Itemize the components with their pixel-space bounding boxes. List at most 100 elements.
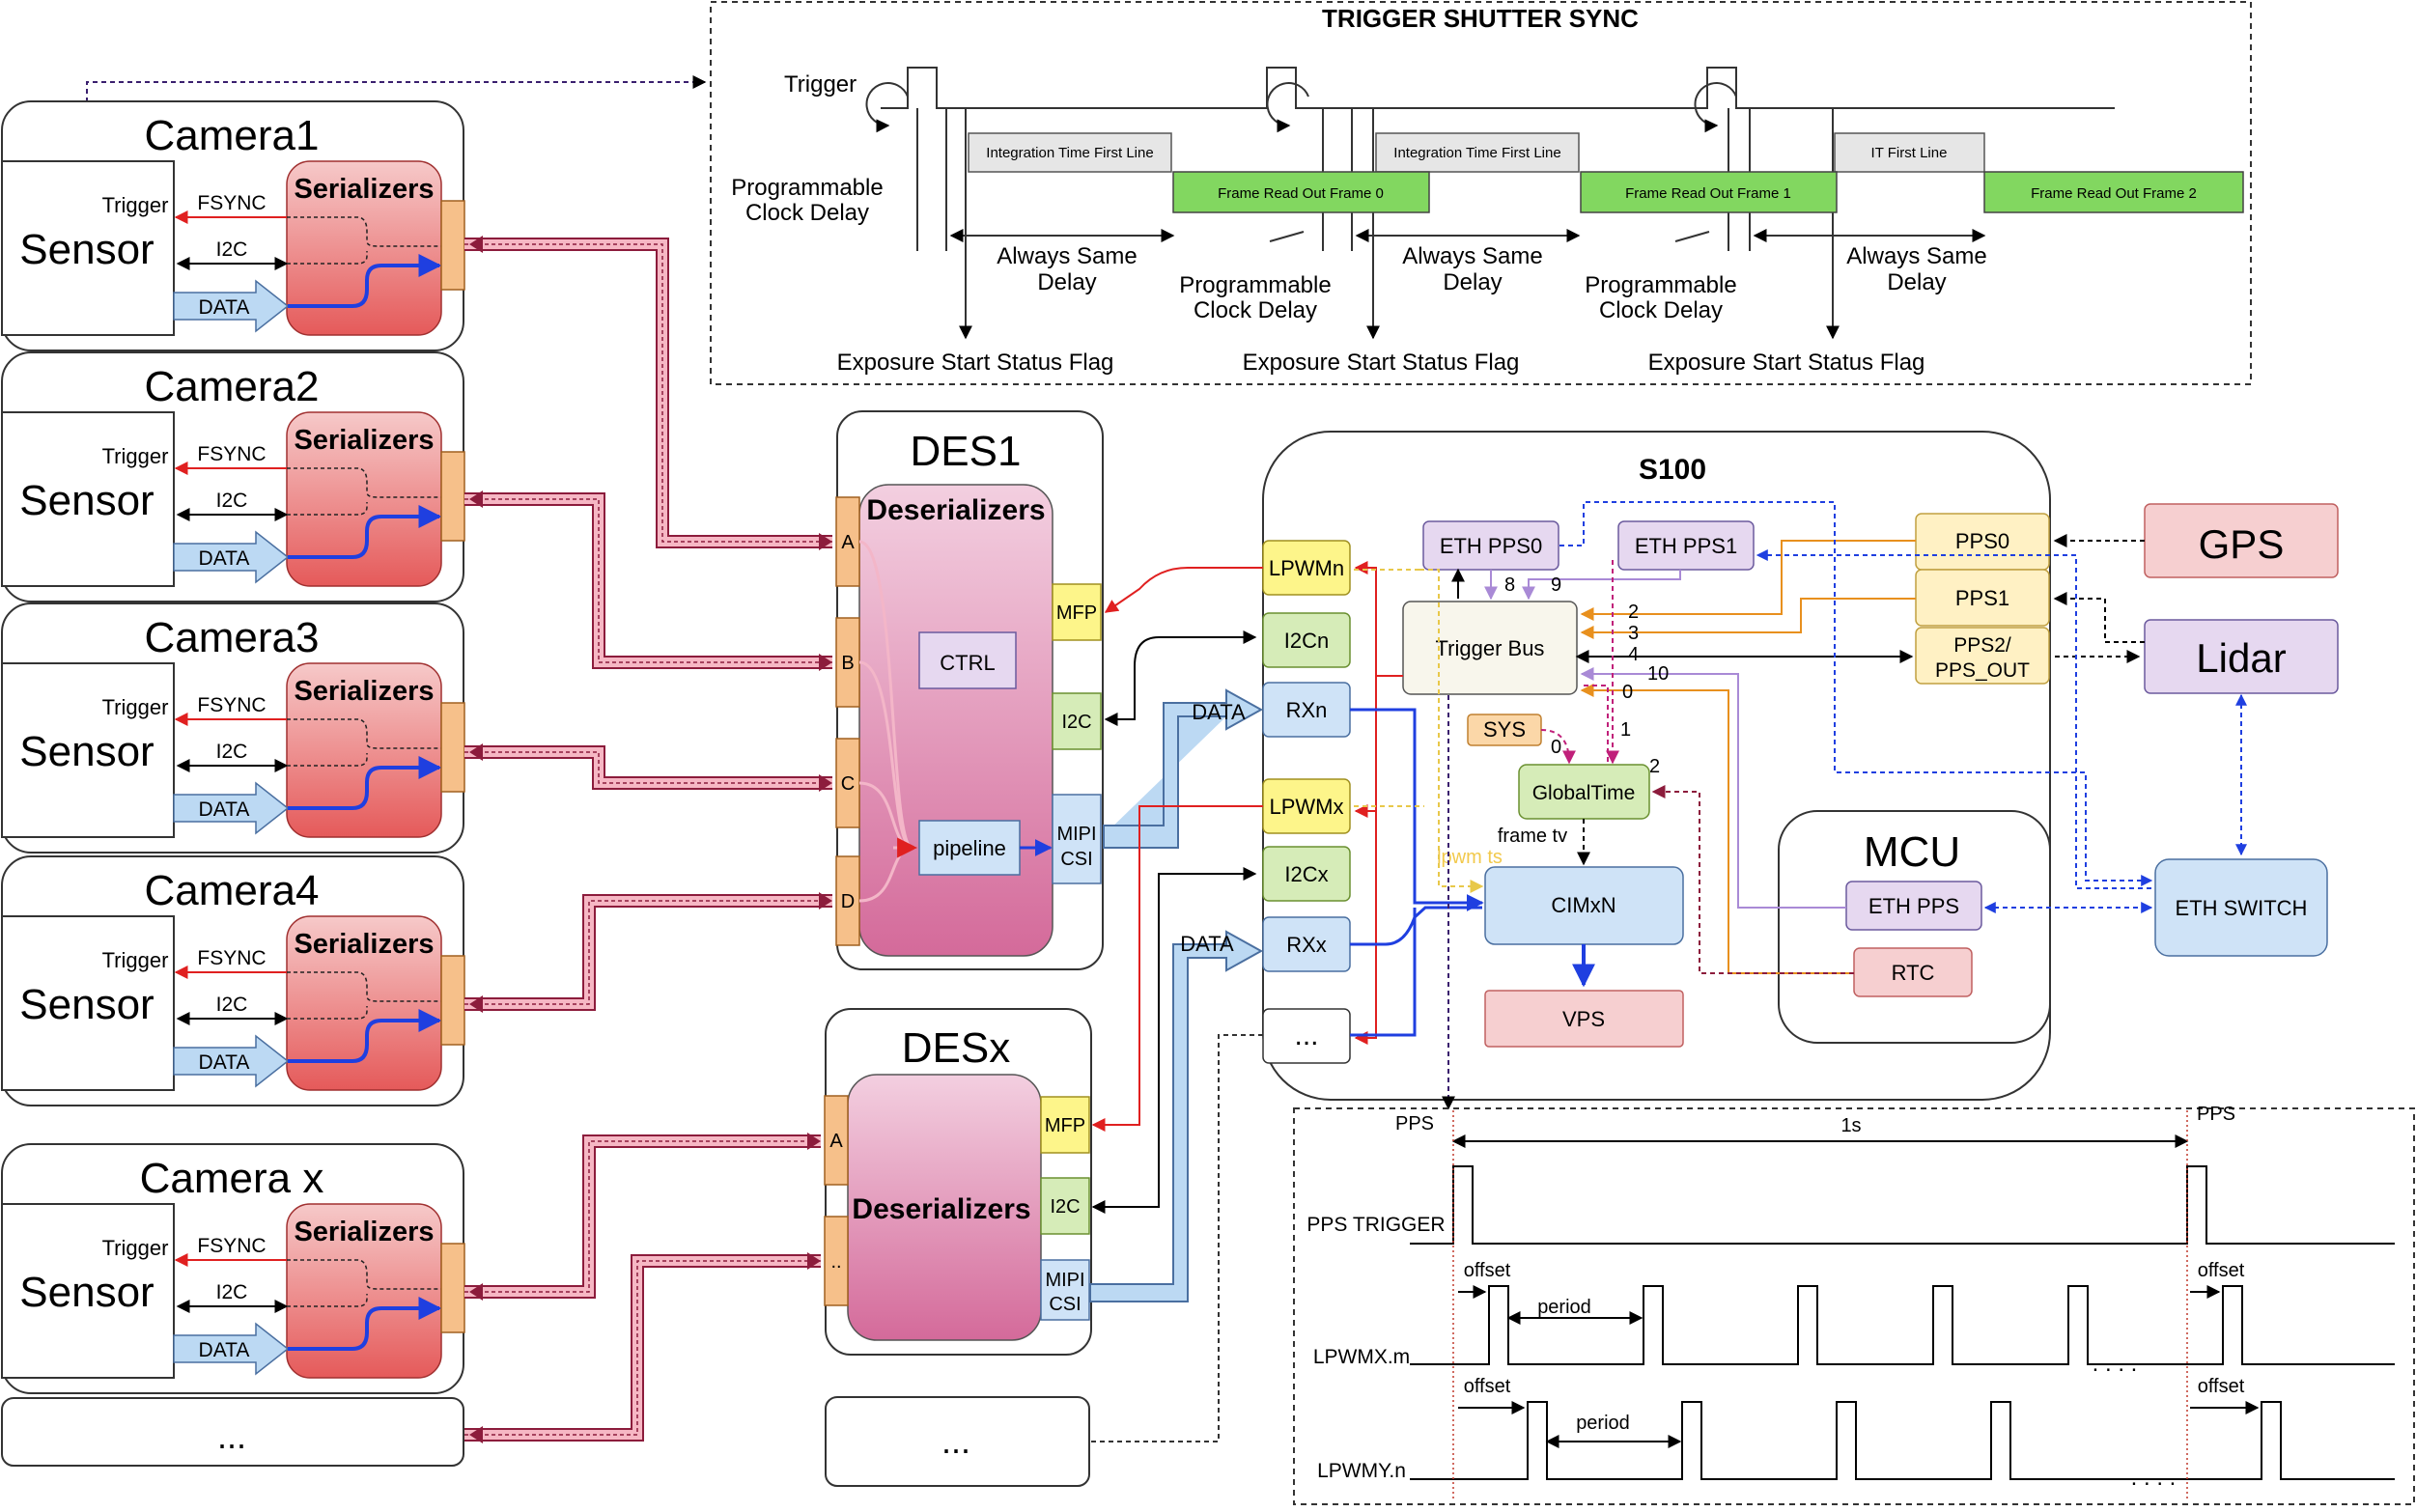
serializer-i2c-path	[287, 502, 368, 516]
data-label-des1: DATA	[1192, 700, 1246, 724]
sensor-label: Sensor	[19, 226, 154, 273]
frame2-label: Frame Read Out Frame 2	[2031, 185, 2197, 202]
i2c-label: I2C	[216, 1281, 248, 1303]
s100-lpwm-ts: lpwm ts	[1437, 847, 1503, 868]
timing-1s: 1s	[1840, 1115, 1861, 1136]
data-arrow	[173, 1322, 290, 1376]
s100-eth-pps1: ETH PPS1	[1635, 534, 1737, 558]
serializer-port	[440, 451, 465, 542]
des1-block: DES1 Deserializers CTRL pipeline A B C D…	[835, 410, 1104, 970]
s100-frame-tv: frame tv	[1498, 826, 1567, 847]
sensor-label: Sensor	[19, 728, 154, 775]
camera-block: Camera1SensorTriggerSerializersFSYNCI2CD…	[1, 100, 465, 351]
des1-ctrl: CTRL	[940, 651, 995, 675]
des1-mipi-2: CSI	[1060, 849, 1092, 870]
des1-title: DES1	[911, 428, 1022, 475]
s100-pps0: PPS0	[1955, 529, 2009, 553]
data-arrow	[173, 279, 290, 333]
s100-rxn: RXn	[1286, 698, 1328, 722]
s100-cimxn: CIMxN	[1551, 893, 1615, 917]
bus-num-2: 2	[1628, 602, 1639, 623]
data-label-desx: DATA	[1180, 932, 1234, 956]
trigger-label: Trigger	[102, 1236, 169, 1260]
s100-lpwmn: LPWMn	[1269, 556, 1344, 580]
des1-mipi-1: MIPI	[1056, 824, 1096, 845]
desx-mipi-1: MIPI	[1045, 1270, 1084, 1291]
pink-link-arrowhead	[819, 892, 832, 910]
data-label: DATA	[199, 1051, 250, 1074]
exposure-flag-1: Exposure Start Status Flag	[837, 350, 1114, 376]
more-cameras-label: ...	[217, 1416, 246, 1456]
camera-title: Camera1	[145, 112, 320, 159]
serializer-label: Serializers	[294, 174, 434, 205]
trigger-sync-title: TRIGGER SHUTTER SYNC	[1322, 4, 1639, 33]
always-same-3a: Always Same	[1846, 243, 1986, 269]
i2c-label: I2C	[216, 490, 248, 512]
prog-delay-right-1: Programmable	[1585, 272, 1736, 298]
timing-lpwmy: LPWMY.n	[1317, 1460, 1406, 1482]
sensor-box	[1, 915, 175, 1091]
timing-offset-3: offset	[2198, 1260, 2245, 1281]
pink-link-center	[464, 1260, 821, 1436]
desx-mfp: MFP	[1045, 1115, 1085, 1136]
camera-block: Camera3SensorTriggerSerializersFSYNCI2CD…	[1, 602, 465, 854]
s100-i2cn: I2Cn	[1284, 629, 1329, 653]
trigger-shutter-sync-panel: TRIGGER SHUTTER SYNC Trigger Integration…	[710, 1, 2252, 385]
camera-block: Camera xSensorTriggerSerializersFSYNCI2C…	[1, 1143, 465, 1394]
pink-link-arrowhead	[469, 490, 483, 508]
bus-num-4: 4	[1628, 644, 1639, 665]
s100-sys: SYS	[1483, 717, 1526, 742]
pink-link-center	[464, 498, 832, 663]
exposure-flag-2: Exposure Start Status Flag	[1243, 350, 1520, 376]
bus-num-3: 3	[1628, 623, 1639, 644]
desx-mipi-2: CSI	[1049, 1294, 1081, 1315]
mcu-block: MCU ETH PPS RTC	[1778, 810, 2051, 1044]
fsync-label: FSYNC	[197, 947, 266, 969]
always-same-1a: Always Same	[997, 243, 1137, 269]
serializer-data-path	[288, 1297, 442, 1351]
s100-rxx: RXx	[1286, 933, 1327, 957]
pink-link-arrowhead	[469, 236, 483, 253]
des1-port-a: A	[841, 532, 855, 553]
sensor-label: Sensor	[19, 477, 154, 524]
lidar-label: Lidar	[2196, 635, 2286, 681]
bus-num-9: 9	[1551, 574, 1561, 596]
serializer-data-path	[288, 505, 442, 559]
s100-i2cx: I2Cx	[1284, 862, 1328, 886]
pink-link-arrowhead	[807, 1252, 821, 1270]
s100-vps: VPS	[1562, 1007, 1605, 1031]
more-des-label: ...	[941, 1421, 970, 1461]
s100-eth-pps0: ETH PPS0	[1440, 534, 1542, 558]
fsync-label: FSYNC	[197, 1235, 266, 1257]
serializer-port	[440, 1243, 465, 1333]
sensor-label: Sensor	[19, 981, 154, 1028]
integration-label-2: Integration Time First Line	[1393, 145, 1560, 161]
timing-pps-right: PPS	[2197, 1104, 2235, 1125]
serializer-data-path	[288, 254, 442, 308]
serializer-i2c-path	[287, 753, 368, 767]
desx-block: DESx Deserializers A .. MFP I2C MIPI CSI	[824, 1008, 1092, 1356]
pink-link-center	[464, 751, 832, 784]
exposure-flag-3: Exposure Start Status Flag	[1648, 350, 1925, 376]
data-label: DATA	[199, 798, 250, 821]
sensor-label: Sensor	[19, 1269, 154, 1316]
serializer-ctrl-path	[287, 1259, 444, 1290]
gps-label: GPS	[2199, 521, 2285, 567]
camera-block: Camera4SensorTriggerSerializersFSYNCI2CD…	[1, 855, 465, 1106]
eth-switch-box	[2154, 858, 2328, 957]
timing-pps-trigger: PPS TRIGGER	[1306, 1214, 1445, 1236]
i2c-label: I2C	[216, 994, 248, 1016]
bus-num-1: 1	[1620, 719, 1631, 741]
bus-num-2b: 2	[1649, 756, 1660, 777]
timing-offset-1: offset	[1464, 1260, 1511, 1281]
data-arrow	[173, 781, 290, 835]
pink-link-arrowhead	[819, 774, 832, 792]
trigger-label: Trigger	[102, 193, 169, 217]
des1-mfp: MFP	[1056, 602, 1097, 624]
always-same-1b: Delay	[1037, 269, 1096, 295]
serializer-i2c-path	[287, 251, 368, 265]
s100-pps2-2: PPS_OUT	[1935, 659, 2030, 682]
pps-timing-panel: PPS PPS 1s PPS TRIGGER LPWMX.m LPWMY.n o…	[1293, 1104, 2415, 1505]
serializer-ctrl-path	[287, 971, 444, 1002]
des1-port-c: C	[841, 773, 855, 795]
